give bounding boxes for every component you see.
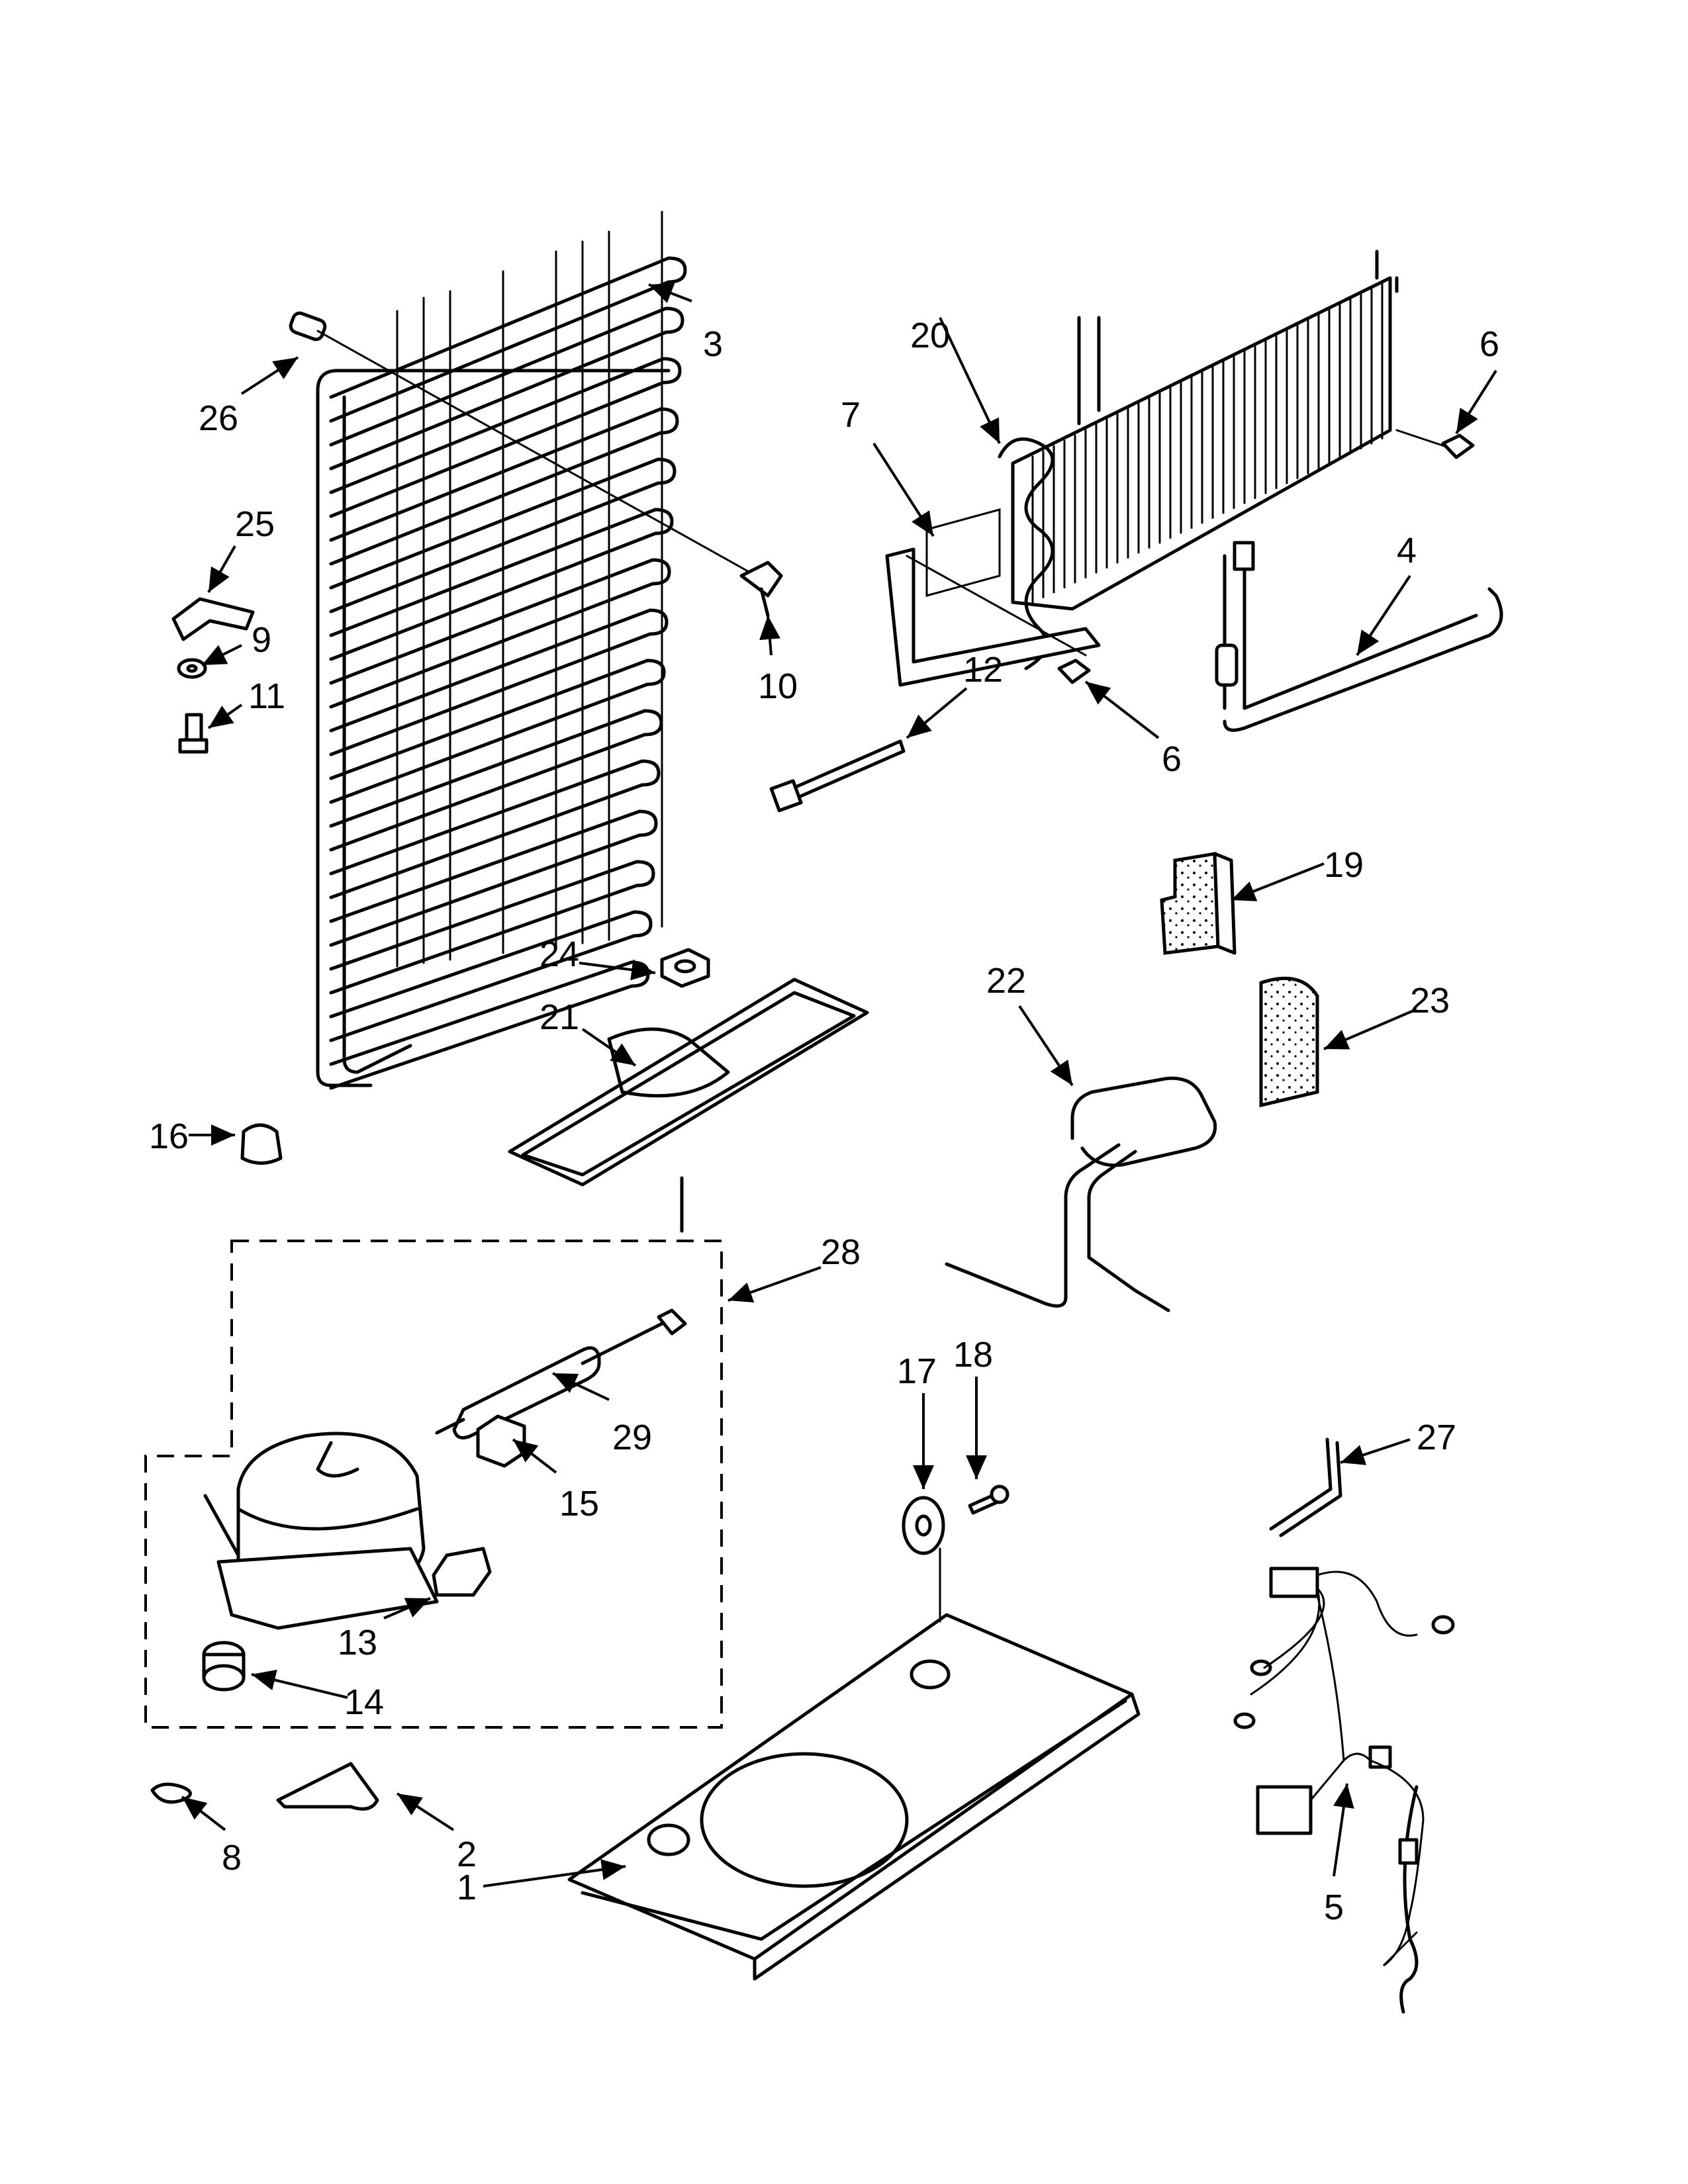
callout-14: 14	[344, 1682, 384, 1722]
callout-25: 25	[235, 504, 275, 544]
callout-27: 27	[1417, 1418, 1456, 1457]
washer-part	[177, 658, 207, 679]
coil-loop	[329, 709, 663, 852]
compressor-assembly-part	[144, 1240, 723, 1729]
overload-part-13	[432, 1547, 492, 1597]
bracket-part	[171, 597, 255, 641]
callout-3: 3	[703, 324, 723, 364]
callout-4: 4	[1397, 531, 1417, 570]
coil-loop	[329, 759, 661, 899]
callout-26: 26	[199, 398, 238, 438]
roller-part-17	[902, 1496, 945, 1623]
callout-11: 11	[248, 676, 285, 716]
nut-part-24	[660, 948, 710, 988]
callout-9: 9	[252, 620, 271, 660]
callout-16: 16	[149, 1116, 189, 1156]
screw-part-11	[178, 713, 209, 754]
pin-part-18	[968, 1484, 1009, 1515]
callout-6-bottom: 6	[1162, 739, 1182, 779]
defrost-heater-part	[1215, 541, 1503, 732]
callout-5: 5	[1324, 1888, 1344, 1927]
callout-8: 8	[222, 1838, 242, 1878]
callout-6-top: 6	[1479, 324, 1499, 364]
callout-labels: 3 26 20 6 7 4 6 12 25 9 11 10 19 23 22 2…	[149, 316, 1499, 1927]
coil-loop	[329, 508, 674, 661]
base-pan-part	[567, 1613, 1141, 1981]
callout-28: 28	[821, 1232, 861, 1272]
coil-loop	[329, 457, 677, 614]
callout-15: 15	[559, 1484, 599, 1524]
tube-part-27	[1269, 1437, 1342, 1537]
clip-part-16	[240, 1123, 283, 1165]
callout-10: 10	[758, 666, 798, 706]
coil-loop	[329, 809, 658, 947]
wire-harness-part	[1233, 1567, 1455, 2014]
condenser-coil-part	[316, 210, 687, 1090]
filter-drier-part	[435, 1308, 687, 1439]
coil-loop	[329, 357, 682, 518]
spacer-part	[289, 311, 769, 584]
coil-loop	[329, 558, 671, 709]
screw-part-6b	[1057, 659, 1091, 684]
callout-2: 2	[457, 1835, 477, 1874]
callout-23: 23	[1410, 981, 1450, 1021]
coil-loop	[329, 659, 666, 804]
grommet-part-14	[202, 1641, 246, 1692]
coil-loop	[329, 306, 684, 471]
cable-tie-part	[769, 739, 906, 813]
callout-18: 18	[953, 1335, 993, 1375]
callout-19: 19	[1324, 845, 1364, 885]
screw-part-6a	[1395, 429, 1475, 459]
callout-22: 22	[986, 961, 1026, 1001]
callout-7: 7	[841, 395, 861, 435]
callout-21: 21	[539, 997, 579, 1037]
callout-29: 29	[612, 1418, 652, 1457]
coil-loop	[329, 910, 653, 1042]
bracket-part-7	[885, 508, 1101, 687]
callout-17: 17	[897, 1351, 937, 1391]
foam-block-part-19	[1160, 852, 1237, 955]
leader-lines	[181, 283, 1497, 1888]
drain-pan-part	[508, 978, 869, 1233]
callout-24: 24	[539, 934, 579, 974]
callout-1: 1	[457, 1868, 477, 1907]
foam-block-part-23	[1259, 976, 1319, 1108]
callout-13: 13	[338, 1623, 377, 1662]
screw-part-10	[739, 561, 783, 617]
callout-20: 20	[910, 316, 950, 355]
clip-part-8	[150, 1782, 192, 1804]
coil-loop	[329, 608, 669, 756]
coil-loop	[329, 407, 679, 566]
coil-loop	[329, 256, 687, 423]
wire-part-2	[276, 1762, 379, 1811]
tube-part-22	[945, 1076, 1217, 1312]
coil-loop	[329, 860, 655, 995]
callout-12: 12	[963, 650, 1003, 690]
evaporator-part	[998, 250, 1399, 670]
